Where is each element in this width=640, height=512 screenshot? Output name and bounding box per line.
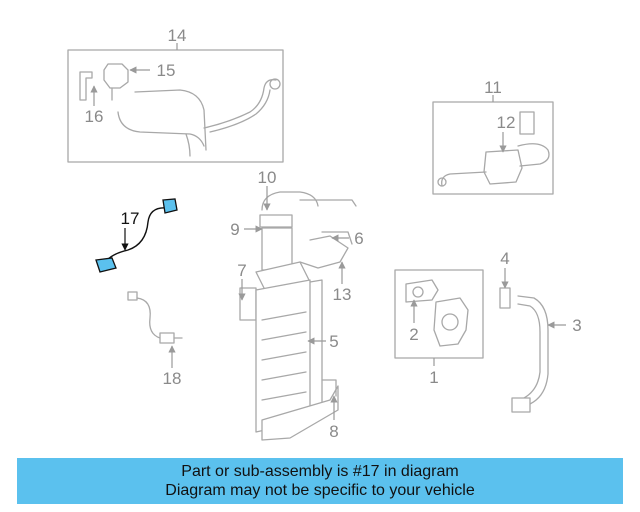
callout-9: 9: [230, 220, 239, 239]
callout-18: 18: [163, 369, 182, 388]
callout-1: 1: [429, 368, 438, 387]
callout-4: 4: [500, 249, 509, 268]
assembly-box-11: [432, 95, 554, 195]
info-banner: Part or sub-assembly is #17 in diagram D…: [17, 458, 623, 504]
callout-3: 3: [572, 316, 581, 335]
callout-16: 16: [85, 107, 104, 126]
callout-7: 7: [237, 261, 246, 280]
callout-13: 13: [333, 285, 352, 304]
callout-12: 12: [497, 113, 516, 132]
lead-lines: [90, 66, 566, 420]
callout-5: 5: [329, 332, 338, 351]
callout-8: 8: [329, 422, 338, 441]
callout-2: 2: [409, 325, 418, 344]
callout-6: 6: [354, 229, 363, 248]
sensor-part-18: [127, 291, 183, 344]
callout-17: 17: [121, 209, 140, 228]
callout-15: 15: [157, 61, 176, 80]
callout-11: 11: [484, 78, 502, 97]
callout-14: 14: [168, 26, 187, 45]
banner-line-1: Part or sub-assembly is #17 in diagram: [181, 463, 459, 480]
assembly-box-1: [394, 269, 484, 366]
assembly-box-14: [67, 43, 284, 163]
hose-part-3: [499, 287, 549, 413]
sensor-part-17: [95, 198, 178, 273]
banner-line-2: Diagram may not be specific to your vehi…: [165, 482, 475, 499]
callout-10: 10: [258, 168, 277, 187]
